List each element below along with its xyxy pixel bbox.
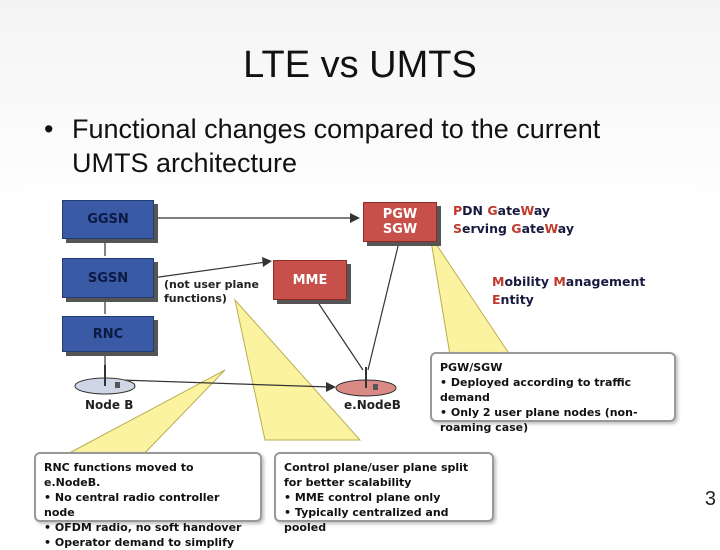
sgsn-label: SGSN	[87, 270, 129, 286]
ggsn-pgw-arrowhead	[350, 213, 360, 223]
control-plane-callout-item: Typically centralized and pooled	[284, 505, 484, 535]
control-plane-callout-item: MME control plane only	[284, 490, 484, 505]
architecture-diagram: GGSN SGSN RNC PGW SGW MME Node B e.NodeB…	[30, 190, 690, 549]
gateway-callout-item: Deployed according to traffic demand	[440, 375, 666, 405]
mobility-management-entity-acronym: Mobility Management Entity	[492, 274, 646, 307]
rnc-callout-title: RNC functions moved to e.NodeB.	[44, 461, 194, 489]
gw-enodeb-link	[367, 237, 401, 371]
ggsn-node: GGSN	[62, 200, 154, 239]
gateway-callout-title: PGW/SGW	[440, 361, 503, 374]
slide-title: LTE vs UMTS	[243, 44, 477, 86]
nodeb-enodeb-link	[119, 379, 331, 388]
sgsn-mme-link	[151, 261, 267, 279]
not-user-plane-note: (not user plane functions)	[164, 278, 259, 305]
nodeb-enodeb-arrowhead	[326, 382, 336, 392]
enodeb-antenna-unit	[373, 384, 378, 390]
sgsn-node: SGSN	[62, 258, 154, 298]
gateway-callout-item: Only 2 user plane nodes (non-roaming cas…	[440, 405, 666, 435]
pgw-sgw-node: PGW SGW	[363, 202, 437, 242]
rnc-label: RNC	[92, 326, 124, 342]
rnc-callout: RNC functions moved to e.NodeB. No centr…	[34, 452, 262, 549]
control-plane-callout-pointer	[234, 298, 362, 441]
nodeb-antenna-unit	[115, 382, 120, 388]
serving-gateway-acronym: Serving GateWay	[453, 221, 574, 236]
diagram-connectors	[59, 213, 511, 459]
page-number: 3	[704, 488, 716, 510]
sgsn-mme-arrowhead	[262, 257, 272, 267]
control-plane-callout-title: Control plane/user plane split for bette…	[284, 461, 469, 489]
rnc-node: RNC	[62, 316, 154, 352]
rnc-callout-item: Operator demand to simplify	[44, 535, 252, 550]
node-b-label: Node B	[85, 398, 134, 412]
pgw-label: PGW	[382, 207, 418, 222]
bullet-symbol: •	[44, 114, 54, 144]
bullet-text: Functional changes compared to the curre…	[72, 114, 601, 178]
sgw-label: SGW	[382, 222, 418, 237]
mme-label: MME	[292, 272, 328, 288]
control-plane-callout: Control plane/user plane split for bette…	[274, 452, 494, 534]
enode-b-label: e.NodeB	[344, 398, 401, 412]
rnc-callout-item: OFDM radio, no soft handover	[44, 520, 252, 535]
pdn-gateway-acronym: PDN GateWay	[453, 203, 551, 218]
gateway-callout: PGW/SGW Deployed according to traffic de…	[430, 352, 676, 434]
rnc-callout-item: No central radio controller node	[44, 490, 252, 520]
ggsn-label: GGSN	[87, 212, 129, 227]
mme-enodeb-link	[314, 297, 364, 371]
mme-node: MME	[273, 260, 347, 300]
